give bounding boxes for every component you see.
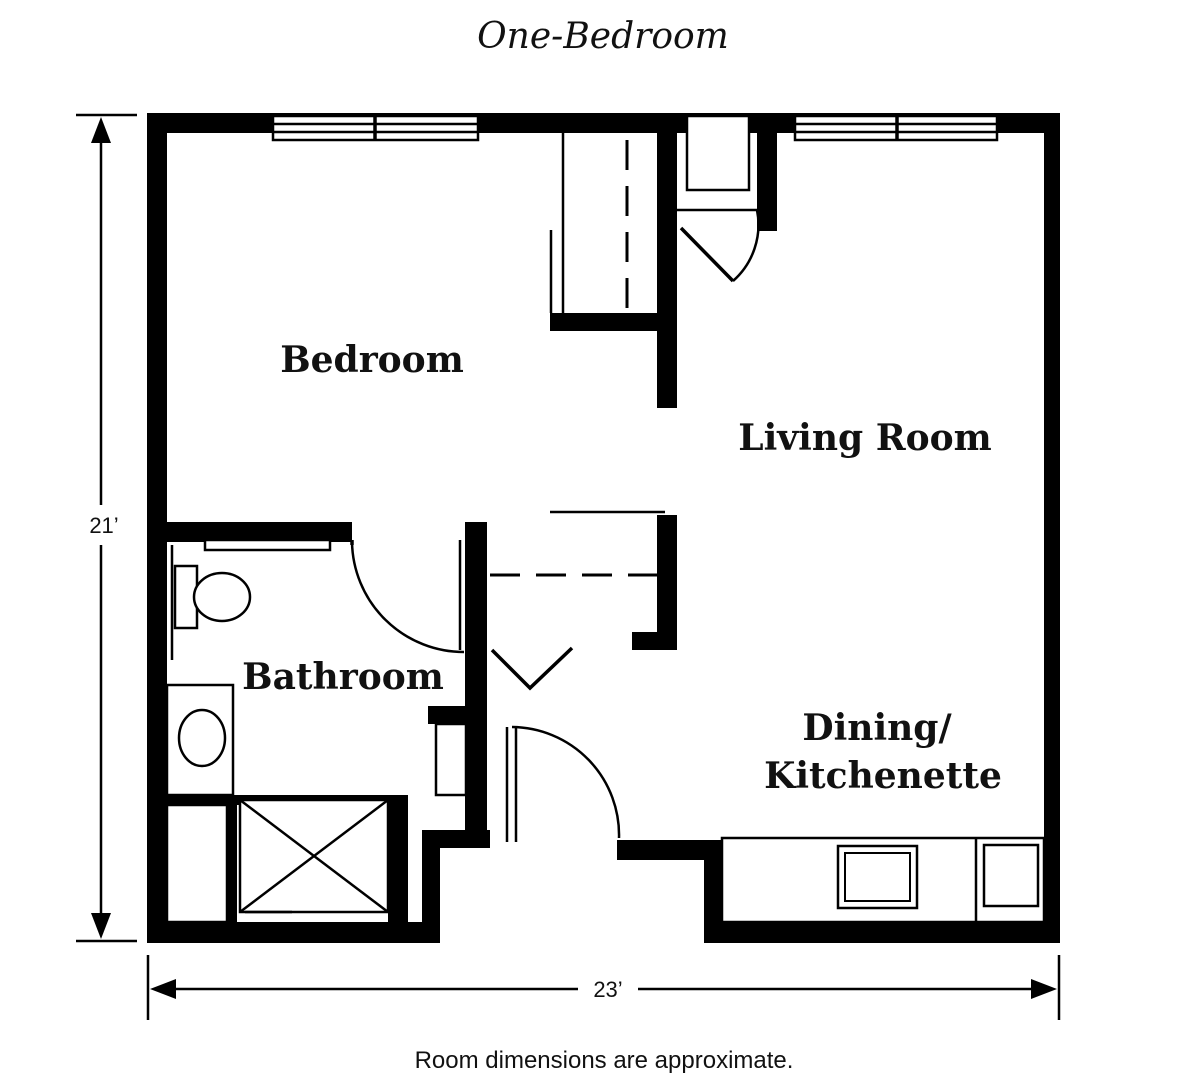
room-label-living-room: Living Room [738,417,992,459]
sink-icon [836,844,919,910]
grab-bar [203,538,332,552]
shower-icon [238,798,390,914]
window-living-room [793,114,999,142]
room-label-kitchenette: Kitchenette [764,755,1002,797]
entry-door [505,725,621,842]
toilet-icon [170,545,252,660]
bathroom-closet [165,803,229,924]
width-dimension [146,955,1061,1020]
width-label: 23’ [593,977,622,1002]
height-dimension [76,113,137,943]
room-label-dining: Dining/ [802,707,952,749]
room-label-bedroom: Bedroom [280,339,464,381]
bathroom-door [350,540,470,654]
room-label-bathroom: Bathroom [242,656,444,698]
living-closet [677,114,777,283]
window-bedroom [271,114,480,142]
footnote: Room dimensions are approximate. [415,1047,794,1074]
bedroom-closet [549,133,677,408]
linen-shelf [434,722,468,797]
height-label: 21’ [89,513,118,538]
refrigerator-icon [982,843,1040,908]
plan-title: One-Bedroom [477,16,729,57]
entry-closet [490,510,677,691]
sink-icon [165,683,235,797]
